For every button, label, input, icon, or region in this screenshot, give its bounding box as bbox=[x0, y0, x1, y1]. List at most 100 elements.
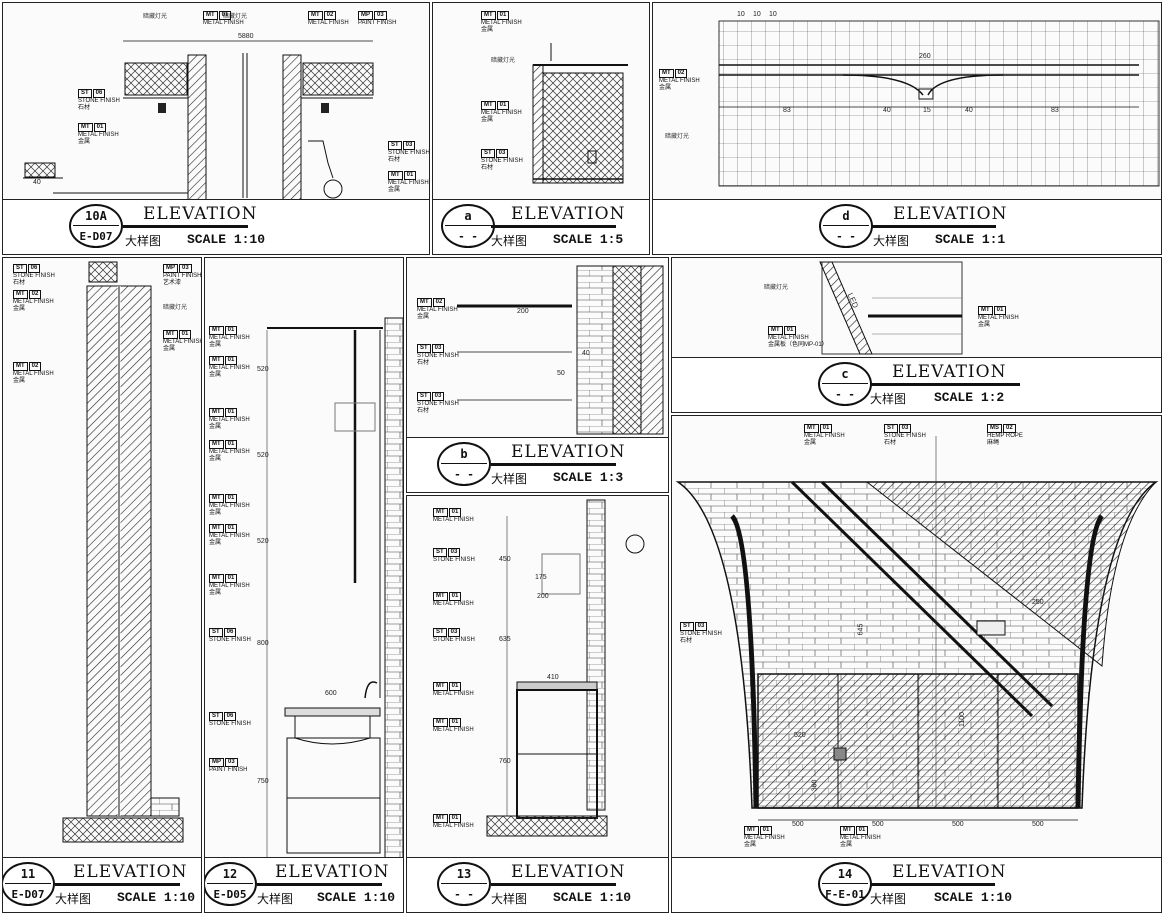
elevation-title-14: ELEVATION bbox=[892, 862, 1007, 882]
title-underline bbox=[491, 225, 616, 228]
dim-width: 5880 bbox=[238, 33, 254, 40]
dim-left: 83 bbox=[783, 107, 791, 114]
note-hidden-light-d: 暗藏灯光 bbox=[665, 134, 690, 140]
dim-760: 760 bbox=[499, 758, 511, 765]
title-bar-11: 11 E-D07 ELEVATION 大样图 SCALE 1:10 bbox=[3, 857, 201, 912]
scale-d: SCALE 1:1 bbox=[935, 232, 1006, 247]
elevation-title-10a: ELEVATION bbox=[143, 204, 258, 224]
detail-bubble-14: 14 F-E-01 bbox=[818, 862, 872, 906]
title-bar-10a: 10A E-D07 ELEVATION 大样图 SCALE 1:10 bbox=[3, 199, 429, 254]
note-hidden-light-11: 暗藏灯光 bbox=[163, 305, 188, 311]
drawing-d bbox=[718, 20, 1160, 187]
title-bar-c: c - - ELEVATION 大样图 SCALE 1:2 bbox=[672, 357, 1161, 412]
dim-top-1: 10 bbox=[737, 11, 745, 18]
scale-13: SCALE 1:10 bbox=[553, 890, 632, 905]
dim-40: 40 bbox=[582, 350, 590, 357]
title-bar-b: b - - ELEVATION 大样图 SCALE 1:3 bbox=[407, 437, 668, 492]
title-underline bbox=[491, 883, 616, 886]
dim-center: 15 bbox=[923, 107, 931, 114]
detail-label-14: 大样图 bbox=[870, 892, 907, 906]
dim-small: 40 bbox=[33, 179, 41, 186]
dim-total: 260 bbox=[919, 53, 931, 60]
detail-bubble-a: a - - bbox=[441, 204, 495, 248]
detail-label-b: 大样图 bbox=[491, 472, 528, 486]
title-bar-a: a - - ELEVATION 大样图 SCALE 1:5 bbox=[433, 199, 649, 254]
dim-450: 450 bbox=[499, 556, 511, 563]
dim-d: 800 bbox=[257, 640, 269, 647]
elevation-title-12: ELEVATION bbox=[275, 862, 390, 882]
dim-500d: 500 bbox=[1032, 821, 1044, 828]
title-bar-14: 14 F-E-01 ELEVATION 大样图 SCALE 1:10 bbox=[672, 857, 1161, 912]
dim-500b: 500 bbox=[872, 821, 884, 828]
dim-500c: 500 bbox=[952, 821, 964, 828]
title-underline bbox=[257, 883, 382, 886]
drawing-c bbox=[819, 261, 963, 355]
dim-mid-r: 40 bbox=[965, 107, 973, 114]
note-hidden-light-a: 暗藏灯光 bbox=[491, 58, 516, 64]
title-underline bbox=[491, 463, 616, 466]
drawing-13 bbox=[486, 499, 645, 837]
detail-bubble-12: 12 E-D05 bbox=[205, 862, 257, 906]
dim-50: 50 bbox=[557, 370, 565, 377]
title-underline bbox=[870, 883, 995, 886]
elevation-title-c: ELEVATION bbox=[892, 362, 1007, 382]
dim-top-3: 10 bbox=[769, 11, 777, 18]
dim-e: 750 bbox=[257, 778, 269, 785]
title-bar-d: d - - ELEVATION 大样图 SCALE 1:1 bbox=[653, 199, 1161, 254]
detail-label-a: 大样图 bbox=[491, 234, 528, 248]
dim-500a: 500 bbox=[792, 821, 804, 828]
note-hidden-light: 暗藏灯光 bbox=[143, 14, 168, 20]
dim-1100: 1100 bbox=[959, 711, 967, 728]
detail-label-c: 大样图 bbox=[870, 392, 907, 406]
dim-c: 520 bbox=[257, 538, 269, 545]
scale-14: SCALE 1:10 bbox=[934, 890, 1013, 905]
detail-label-13: 大样图 bbox=[491, 892, 528, 906]
title-bar-12: 12 E-D05 ELEVATION 大样图 SCALE 1:10 bbox=[205, 857, 403, 912]
dim-top-2: 10 bbox=[753, 11, 761, 18]
drawing-12 bbox=[266, 317, 403, 859]
detail-label-11: 大样图 bbox=[55, 892, 92, 906]
detail-bubble-11: 11 E-D07 bbox=[3, 862, 55, 906]
scale-10a: SCALE 1:10 bbox=[187, 232, 266, 247]
dim-mid: 40 bbox=[883, 107, 891, 114]
detail-bubble-13: 13 - - bbox=[437, 862, 491, 906]
title-underline bbox=[870, 383, 1020, 386]
dim-200: 200 bbox=[517, 308, 529, 315]
drawing-14 bbox=[675, 436, 1159, 821]
